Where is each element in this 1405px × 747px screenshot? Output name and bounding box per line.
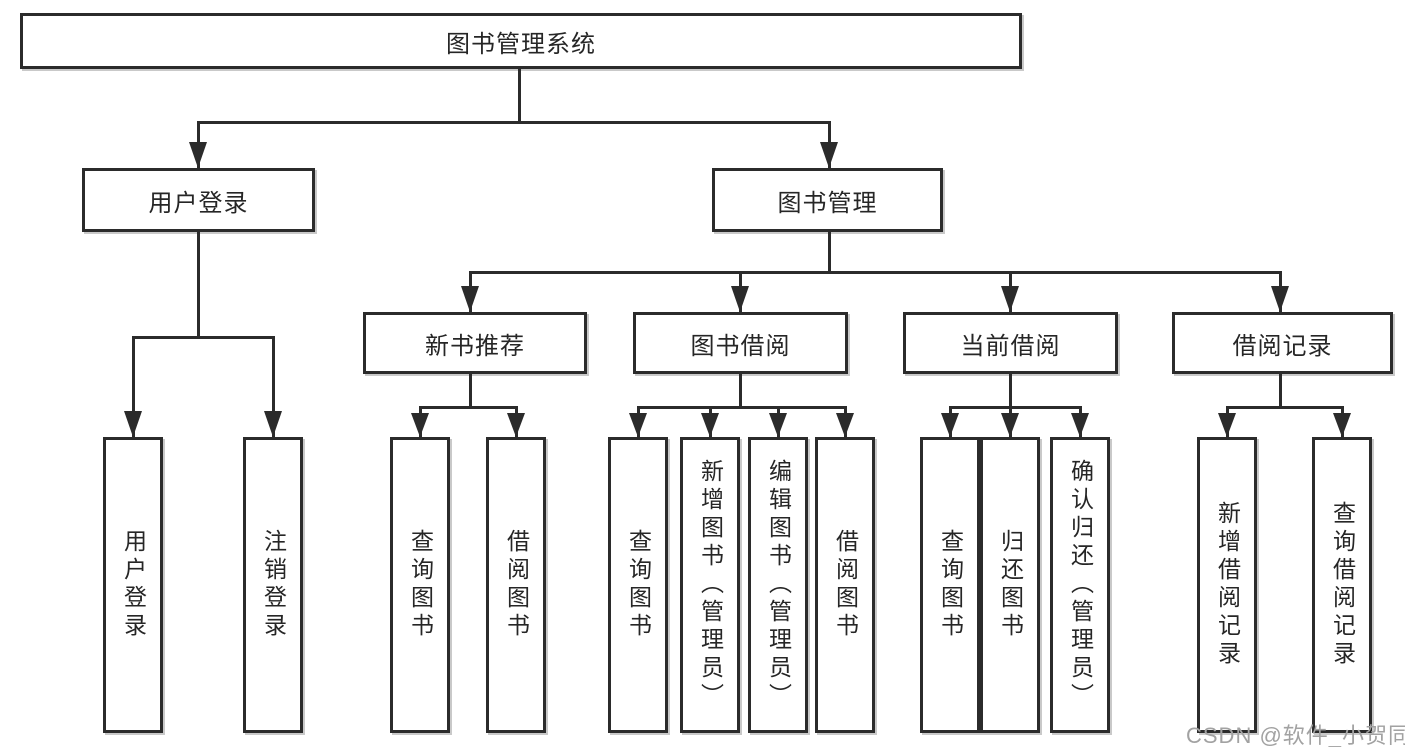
leaf-query-books-current: 查询图书 — [920, 437, 980, 733]
node-current-borrowing: 当前借阅 — [903, 312, 1118, 374]
leaf-query-borrow-record: 查询借阅记录 — [1312, 437, 1372, 733]
connector-line — [132, 336, 275, 339]
arrowhead-down-icon — [507, 413, 525, 437]
connector-line — [1226, 406, 1344, 409]
connector-line — [637, 406, 847, 409]
arrowhead-down-icon — [1271, 286, 1289, 312]
node-book-borrowing: 图书借阅 — [633, 312, 848, 374]
csdn-watermark: CSDN @软件_小贺同学 — [1186, 723, 1405, 747]
arrowhead-down-icon — [124, 411, 142, 437]
arrowhead-down-icon — [629, 413, 647, 437]
node-book-management: 图书管理 — [712, 168, 943, 232]
leaf-edit-books-admin: 编辑图书（管理员） — [748, 437, 808, 733]
leaf-logout: 注销登录 — [243, 437, 303, 733]
arrowhead-down-icon — [701, 413, 719, 437]
connector-line — [197, 232, 200, 336]
connector-line — [419, 406, 518, 409]
leaf-borrow-books-recommend: 借阅图书 — [486, 437, 546, 733]
arrowhead-down-icon — [836, 413, 854, 437]
node-root: 图书管理系统 — [20, 13, 1022, 69]
connector-line — [518, 69, 521, 121]
arrowhead-down-icon — [941, 413, 959, 437]
arrowhead-down-icon — [461, 286, 479, 312]
connector-line — [272, 336, 275, 437]
leaf-borrow-books-borrow: 借阅图书 — [815, 437, 875, 733]
arrowhead-down-icon — [769, 413, 787, 437]
connector-line — [949, 406, 1082, 409]
leaf-add-borrow-record: 新增借阅记录 — [1197, 437, 1257, 733]
leaf-query-books-borrow: 查询图书 — [608, 437, 668, 733]
arrowhead-down-icon — [1001, 286, 1019, 312]
arrowhead-down-icon — [1218, 413, 1236, 437]
arrowhead-down-icon — [1001, 413, 1019, 437]
arrowhead-down-icon — [820, 142, 838, 168]
node-borrowing-records: 借阅记录 — [1172, 312, 1393, 374]
connector-line — [1279, 374, 1282, 406]
connector-line — [469, 271, 1282, 274]
leaf-user-login: 用户登录 — [103, 437, 163, 733]
connector-line — [469, 374, 472, 406]
connector-line — [1009, 374, 1012, 406]
arrowhead-down-icon — [1333, 413, 1351, 437]
leaf-query-books-recommend: 查询图书 — [390, 437, 450, 733]
node-new-book-recommendation: 新书推荐 — [363, 312, 587, 374]
arrowhead-down-icon — [189, 142, 207, 168]
leaf-return-books: 归还图书 — [980, 437, 1040, 733]
leaf-confirm-return-admin: 确认归还（管理员） — [1050, 437, 1110, 733]
arrowhead-down-icon — [411, 413, 429, 437]
connector-line — [197, 121, 831, 124]
leaf-add-books-admin: 新增图书（管理员） — [680, 437, 740, 733]
connector-line — [739, 374, 742, 406]
arrowhead-down-icon — [264, 411, 282, 437]
connector-line — [132, 336, 135, 437]
connector-line — [828, 232, 831, 271]
arrowhead-down-icon — [731, 286, 749, 312]
arrowhead-down-icon — [1071, 413, 1089, 437]
node-user-login: 用户登录 — [82, 168, 315, 232]
